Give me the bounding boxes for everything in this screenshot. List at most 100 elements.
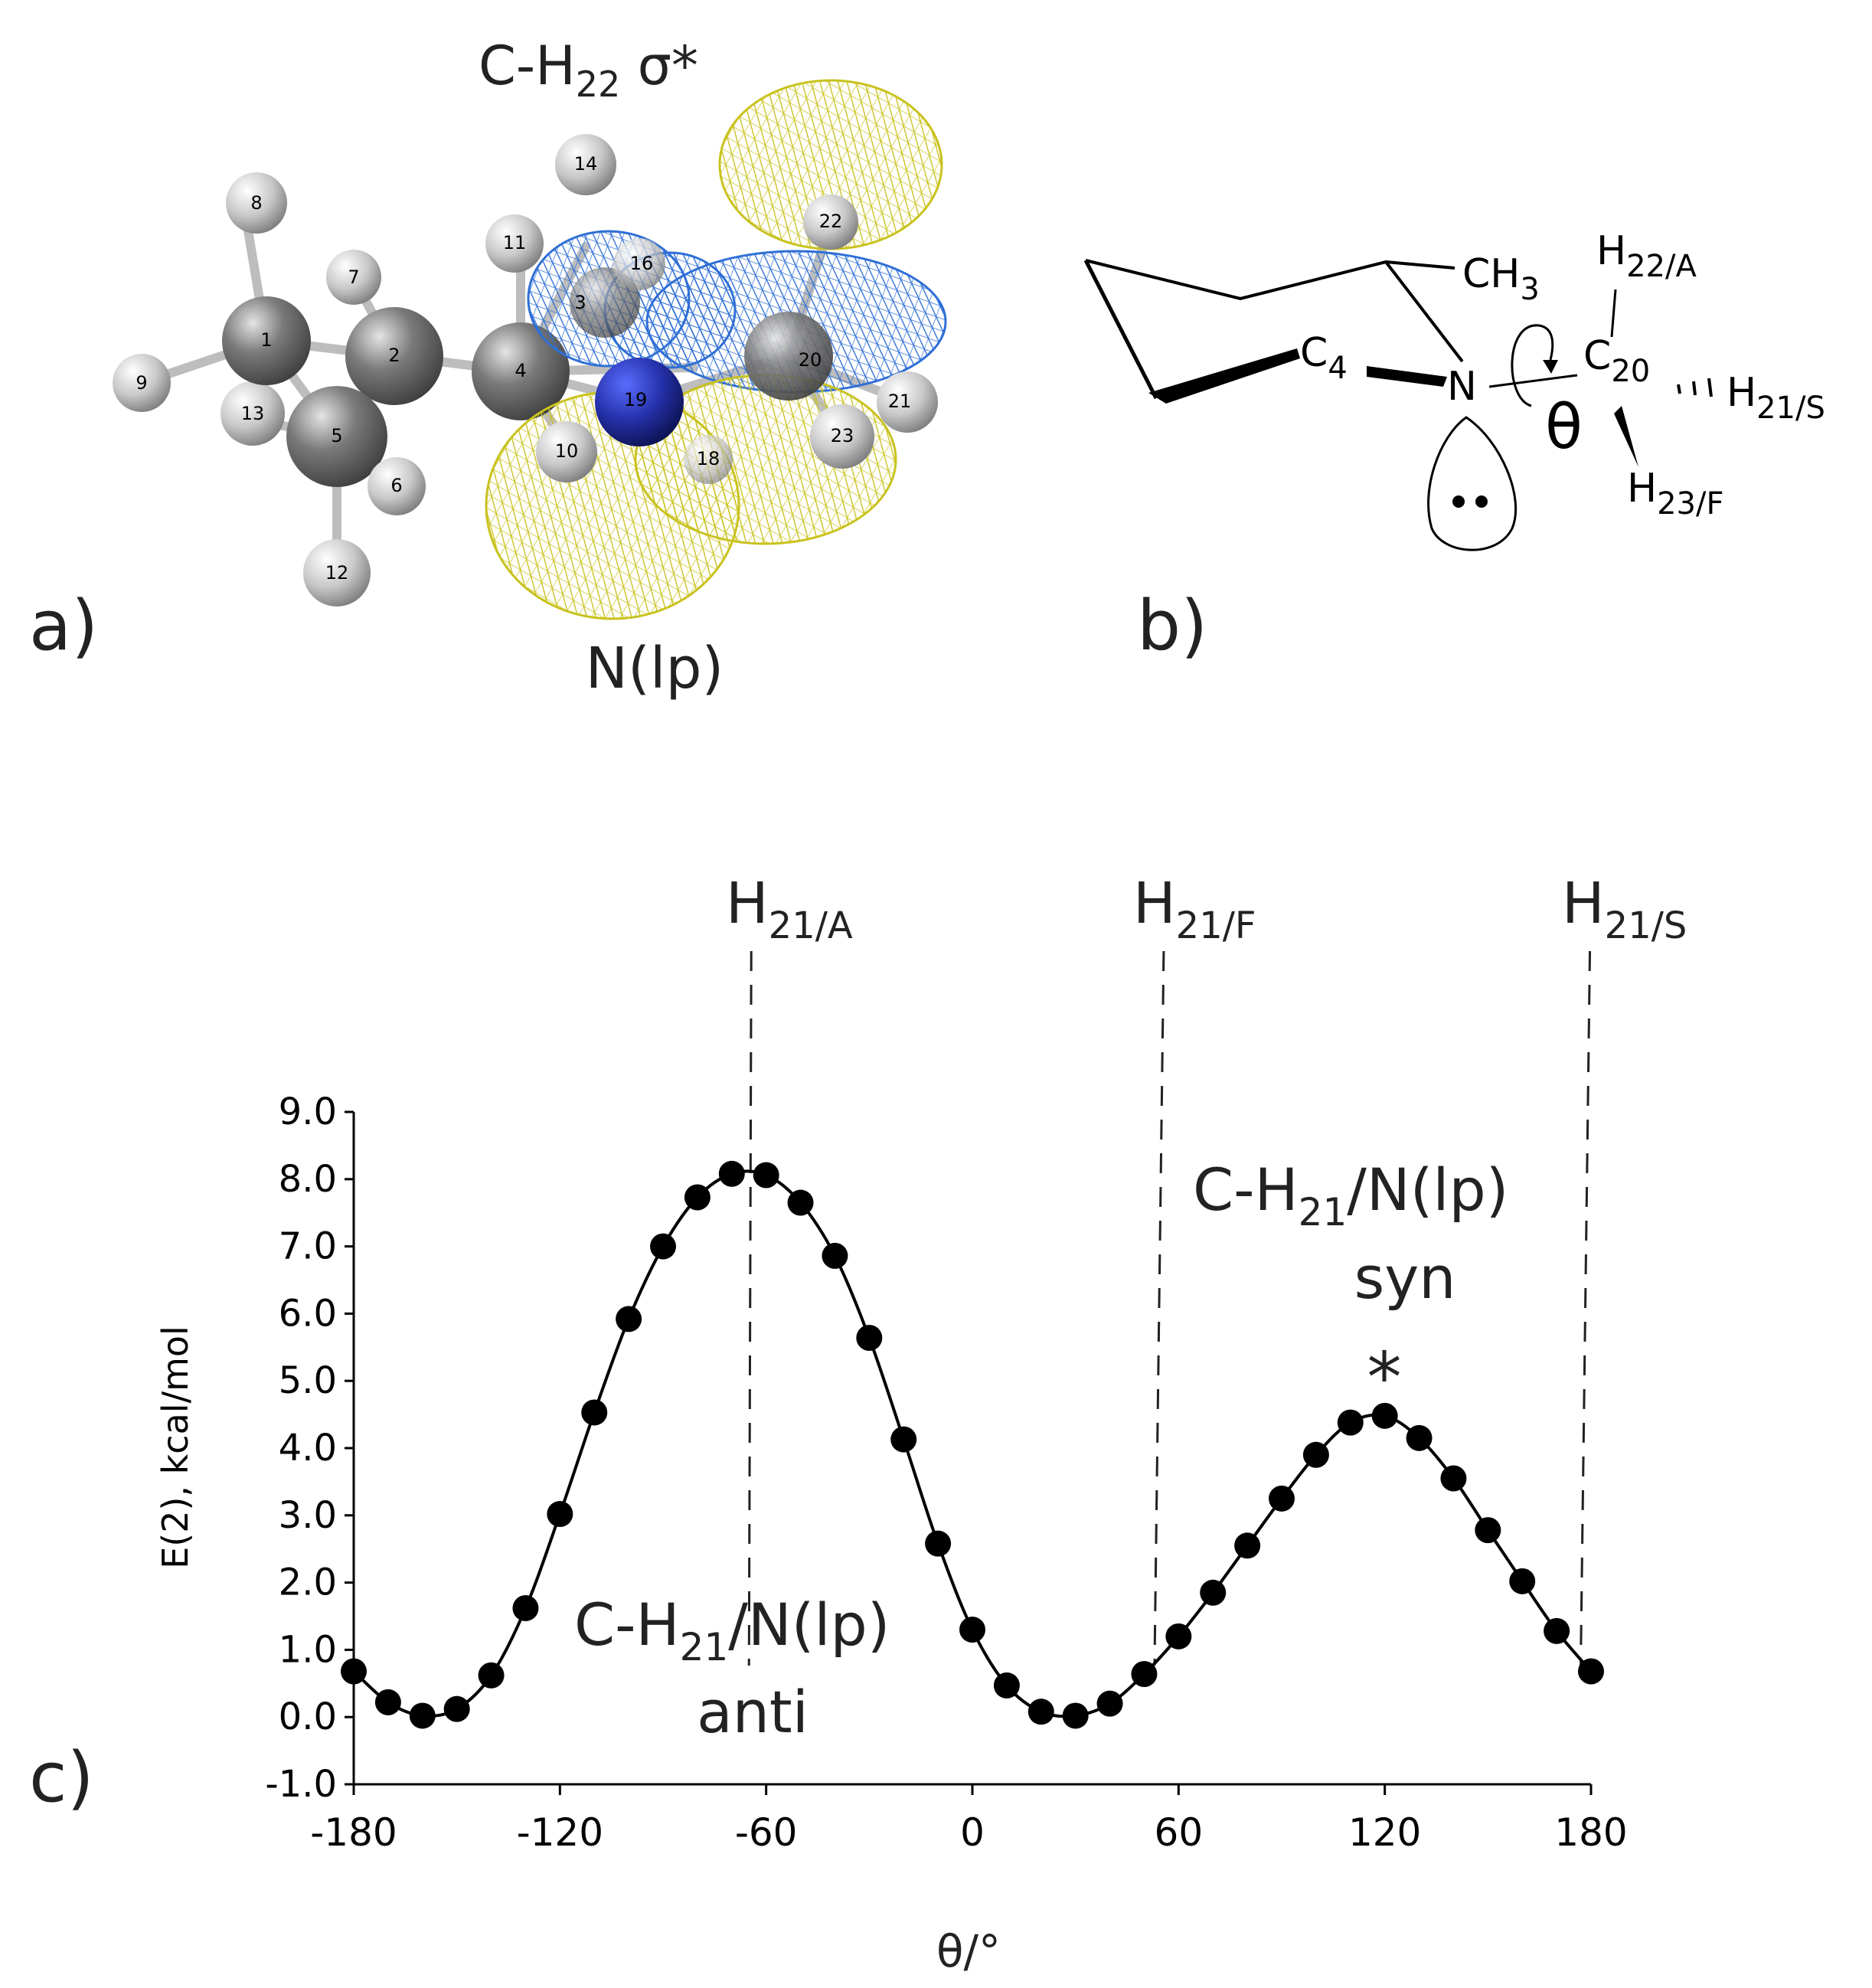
- atom-label: 4: [515, 360, 526, 381]
- atom-label: 11: [503, 232, 527, 253]
- atom-H6: [368, 457, 426, 515]
- panel-b-label: b): [1137, 586, 1207, 666]
- panel-b: CH3 C4 N θ C20 H22/A H21/S H23/F b): [1083, 228, 1825, 666]
- annotation-syn-line1: C-H21/N(lp): [1193, 1156, 1508, 1234]
- c4-label: C4: [1300, 330, 1348, 386]
- rotation-arrow: [1511, 324, 1554, 407]
- data-point: [1165, 1623, 1192, 1650]
- data-point: [1096, 1690, 1123, 1717]
- lone-pair-lobe: [1427, 416, 1518, 551]
- annotation-anti-line2: anti: [697, 1678, 809, 1746]
- h23-label: H23/F: [1627, 466, 1724, 522]
- y-tick-label: 9.0: [279, 1090, 337, 1133]
- data-point: [443, 1695, 470, 1722]
- data-point: [1234, 1532, 1261, 1559]
- orbital-top-label: C-H22 σ*: [479, 34, 698, 105]
- orbital-lobes: [485, 79, 947, 620]
- atom-H18: [684, 435, 733, 484]
- ring-left: [1083, 259, 1158, 400]
- marker-label-h21a: H21/A: [726, 871, 853, 947]
- c20-label: C20: [1583, 333, 1650, 389]
- chart-markers: [747, 950, 1592, 1666]
- c4-n-wedge: [1367, 366, 1447, 387]
- annotation-syn-line2: syn: [1354, 1244, 1456, 1312]
- y-tick-label: 2.0: [279, 1561, 337, 1604]
- atom-H13: [221, 381, 285, 446]
- data-point: [1269, 1485, 1295, 1512]
- atom-H14: [555, 134, 616, 195]
- atom-H7: [326, 250, 381, 305]
- atom-label: 10: [555, 440, 579, 462]
- c20-h21-hash: [1677, 378, 1713, 397]
- y-tick-label: 5.0: [279, 1359, 337, 1402]
- atom-H8: [226, 172, 287, 234]
- x-tick-label: -60: [735, 1810, 798, 1855]
- y-tick-label: -1.0: [265, 1763, 337, 1806]
- atom-C3: [570, 267, 640, 338]
- x-tick-label: 0: [960, 1810, 985, 1855]
- atom-H21: [877, 371, 938, 433]
- rotation-arrowhead: [1543, 360, 1558, 374]
- atom-label: 9: [136, 372, 147, 394]
- ring-back: [1085, 259, 1464, 363]
- data-point: [1544, 1617, 1570, 1644]
- atom-label: 21: [888, 391, 912, 412]
- data-point: [822, 1242, 848, 1269]
- x-tick-label: -180: [310, 1810, 397, 1855]
- h21-label: H21/S: [1727, 370, 1825, 426]
- panel-a-label: a): [29, 586, 98, 666]
- marker-dashed-line: [1153, 950, 1165, 1666]
- x-tick-label: 180: [1554, 1810, 1627, 1855]
- data-point: [374, 1689, 401, 1715]
- data-point: [341, 1658, 367, 1685]
- atom-N19: [595, 358, 684, 446]
- atom-label: 20: [799, 349, 822, 371]
- atom-labels: 1 2 4 5 3 20 19 6 7 8 9 10 11 12 13 14 1…: [136, 153, 911, 584]
- ch3-label: CH3: [1462, 251, 1540, 307]
- marker-dashed-line: [1580, 950, 1592, 1666]
- atom-label: 1: [260, 329, 272, 351]
- atom-label: 22: [819, 211, 843, 232]
- data-point: [1200, 1579, 1227, 1606]
- atom-H10: [536, 421, 597, 482]
- data-point: [856, 1325, 883, 1352]
- atom-label: 8: [250, 192, 262, 214]
- atom-label: 14: [574, 153, 598, 175]
- atom-C2: [345, 307, 443, 405]
- data-point: [718, 1160, 745, 1187]
- theta-label: θ: [1545, 391, 1583, 463]
- atom-label: 19: [624, 389, 648, 410]
- x-tick-label: 120: [1348, 1810, 1421, 1855]
- data-point: [959, 1617, 985, 1643]
- marker-label-h21f: H21/F: [1133, 871, 1256, 947]
- lone-pair-dot: [1475, 495, 1488, 508]
- y-tick-label: 0.0: [279, 1695, 337, 1738]
- data-point: [1475, 1517, 1501, 1544]
- atom-label: 7: [348, 266, 359, 288]
- data-point: [1131, 1661, 1158, 1688]
- lone-pair-dot: [1452, 495, 1465, 508]
- atom-C5: [286, 386, 387, 487]
- atom-label: 23: [831, 425, 854, 446]
- chart-series: [341, 1160, 1604, 1729]
- data-point: [1406, 1424, 1433, 1451]
- y-tick-label: 8.0: [279, 1158, 337, 1201]
- c20-h22-bond: [1610, 289, 1617, 338]
- x-tick-label: 60: [1155, 1810, 1204, 1855]
- atom-H12: [303, 539, 371, 607]
- c20-h23-wedge: [1614, 406, 1638, 467]
- data-point: [547, 1501, 573, 1528]
- annotation-syn-star: *: [1367, 1338, 1402, 1418]
- atom-H23: [810, 404, 874, 469]
- data-point: [616, 1306, 642, 1332]
- ring-ch3-bond: [1385, 260, 1455, 270]
- atom-label: 6: [390, 475, 402, 496]
- y-tick-label: 1.0: [279, 1628, 337, 1671]
- data-point: [1337, 1409, 1364, 1436]
- atom-label: 13: [241, 403, 265, 424]
- atom-label: 16: [630, 253, 654, 274]
- y-tick-label: 7.0: [279, 1225, 337, 1268]
- data-point: [1440, 1465, 1467, 1492]
- data-point: [684, 1184, 711, 1211]
